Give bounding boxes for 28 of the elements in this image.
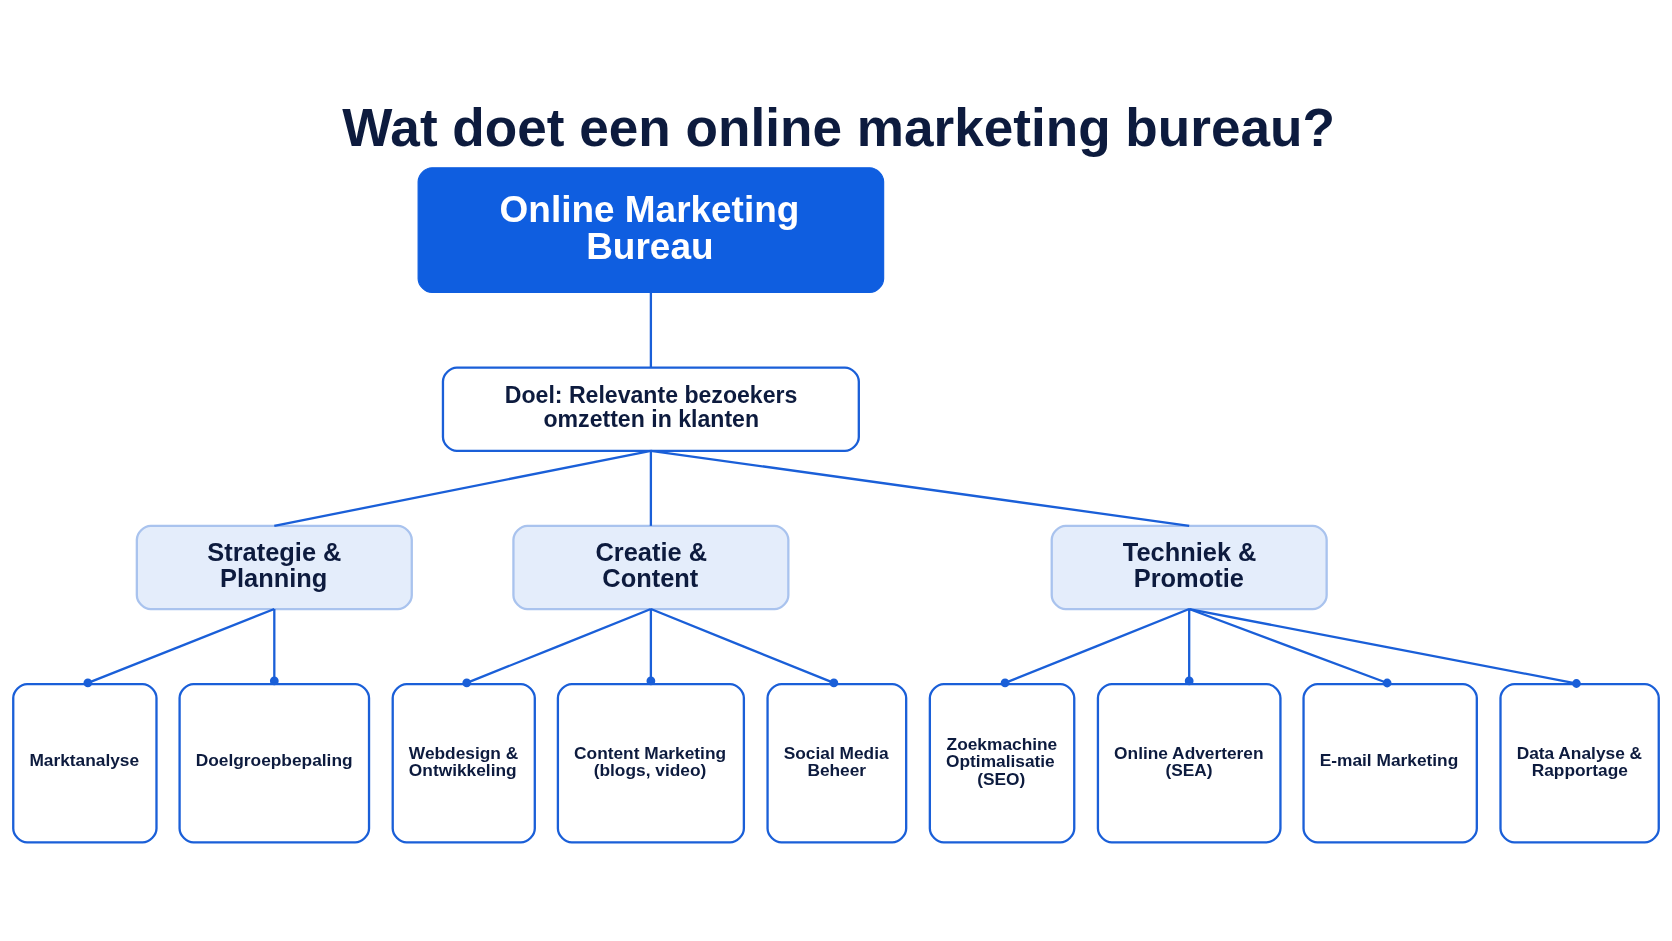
connector — [650, 607, 839, 687]
connector — [649, 450, 653, 526]
connector — [1184, 608, 1194, 685]
node-box: Doel: Relevante bezoekers omzetten in klanten — [441, 365, 860, 452]
connector — [83, 607, 275, 687]
node-box: Creatie & Content — [512, 524, 790, 610]
node-box: Marktanalyse — [12, 682, 158, 844]
node-box: Content Marketing (blogs, video) — [556, 682, 746, 844]
node-box: Webdesign & Ontwikkeling — [391, 682, 536, 844]
node-box: Social Media Beheer — [766, 682, 908, 844]
connector — [646, 608, 656, 685]
node-box: Doelgroepbepaling — [178, 682, 371, 844]
connector — [274, 449, 652, 527]
node-box: Online Adverteren (SEA) — [1096, 682, 1282, 844]
node-box: Zoekmachine Optimalisatie (SEO) — [928, 682, 1076, 844]
connector — [650, 449, 1190, 527]
node-box: Strategie & Planning — [135, 524, 413, 610]
connector — [649, 292, 653, 368]
connector — [1000, 607, 1190, 687]
node-box: E-mail Marketing — [1302, 682, 1478, 844]
node-box: Online Marketing Bureau — [417, 166, 885, 293]
connector — [269, 608, 279, 685]
node-box: Data Analyse & Rapportage — [1499, 682, 1660, 844]
node-box: Techniek & Promotie — [1050, 524, 1328, 610]
connector — [462, 607, 652, 687]
diagram-title: Wat doet een online marketing bureau? — [342, 97, 1335, 157]
connector — [1188, 607, 1392, 687]
connector — [1188, 607, 1581, 688]
